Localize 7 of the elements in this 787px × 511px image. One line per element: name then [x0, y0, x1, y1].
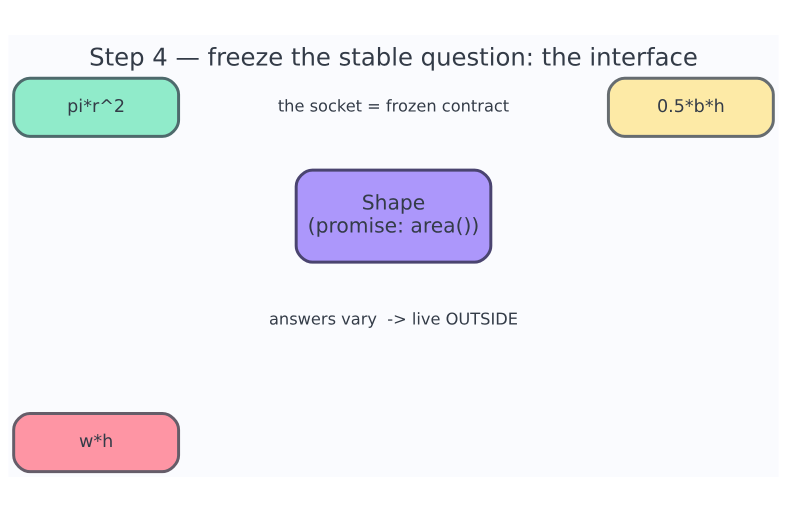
node-box: Shape (promise: area()) [294, 168, 492, 264]
diagram-title: Step 4 — freeze the stable question: the interface [89, 42, 698, 71]
node-box: pi*r^2 [12, 76, 180, 138]
label: answers vary -> live OUTSIDE [269, 308, 518, 328]
label: the socket = frozen contract [278, 96, 510, 116]
node-box: 0.5*b*h [606, 76, 775, 138]
node-box: w*h [12, 411, 180, 473]
